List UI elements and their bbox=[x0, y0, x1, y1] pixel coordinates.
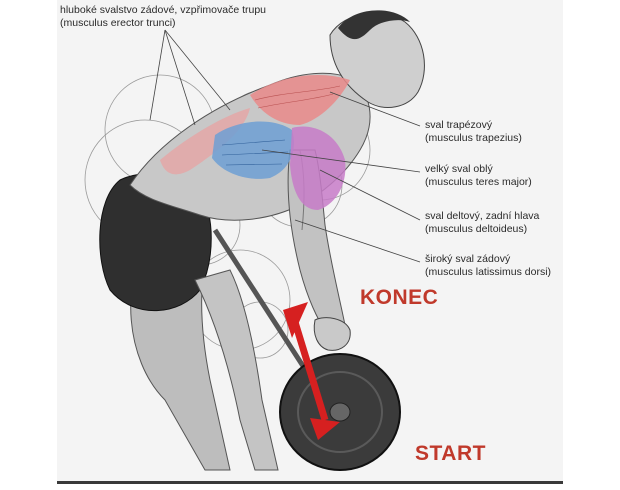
label-trapezius-latin: (musculus trapezius) bbox=[425, 132, 522, 144]
label-teres: velký sval oblý (musculus teres major) bbox=[425, 163, 532, 189]
label-trapezius-name: sval trapézový bbox=[425, 119, 493, 131]
label-trapezius: sval trapézový (musculus trapezius) bbox=[425, 119, 522, 145]
label-latissimus-name: široký sval zádový bbox=[425, 253, 511, 265]
erector-highlight bbox=[160, 108, 250, 175]
label-latissimus-latin: (musculus latissimus dorsi) bbox=[425, 266, 552, 278]
label-deltoid-name: sval deltový, zadní hlava bbox=[425, 210, 540, 222]
label-teres-name: velký sval oblý bbox=[425, 163, 493, 175]
label-erector-latin: (musculus erector trunci) bbox=[60, 17, 176, 29]
athlete-figure bbox=[99, 10, 425, 471]
label-deltoid-latin: (musculus deltoideus) bbox=[425, 223, 528, 235]
label-erector-name: hluboké svalstvo zádové, vzpřimovače tru… bbox=[60, 4, 267, 16]
trapezius-highlight bbox=[250, 75, 350, 125]
label-teres-latin: (musculus teres major) bbox=[425, 176, 532, 188]
teres-highlight bbox=[212, 121, 294, 179]
leader-lines bbox=[149, 29, 421, 263]
label-erector: hluboké svalstvo zádové, vzpřimovače tru… bbox=[60, 4, 266, 30]
phase-start-label: START bbox=[415, 442, 486, 465]
deltoid-highlight bbox=[290, 126, 346, 210]
phase-end-label: KONEC bbox=[360, 286, 439, 309]
barbell bbox=[212, 228, 401, 471]
motion-arrow-icon bbox=[283, 302, 340, 440]
label-deltoid: sval deltový, zadní hlava (musculus delt… bbox=[425, 210, 539, 236]
label-latissimus: široký sval zádový (musculus latissimus … bbox=[425, 253, 551, 279]
